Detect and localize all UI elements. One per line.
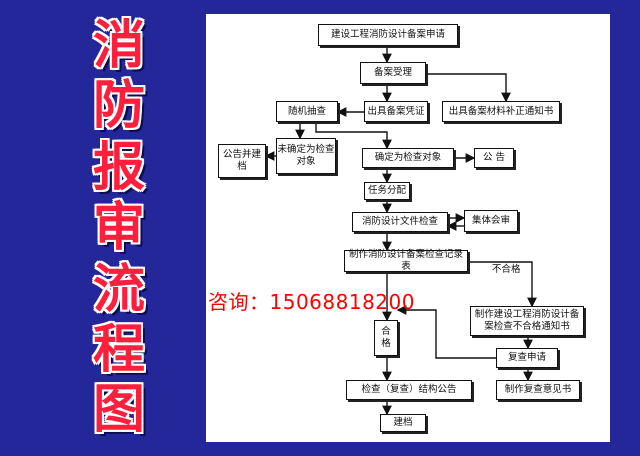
box-archive: 建档 [380,414,426,432]
box-application: 建设工程消防设计备案申请 [318,24,458,46]
box-selected: 确定为检查对象 [362,148,454,168]
title-char-5: 流 [92,260,145,320]
box-announce: 公 告 [474,148,514,168]
box-assign: 任务分配 [364,182,410,200]
box-result-notice: 检查（复查）结构公告 [346,380,472,400]
box-recheck-apply: 复查申请 [496,348,558,368]
box-make-record: 制作消防设计备案检查记录表 [344,249,468,272]
label-fail: 不合格 [492,264,521,275]
box-supplement-notice: 出具备案材料补正通知书 [442,101,560,122]
box-pass: 合格 [374,320,398,356]
title-char-1: 消 [92,16,145,76]
box-group-review: 集体会审 [464,210,518,232]
box-publish-file: 公告并建档 [218,144,266,178]
contact-phone: 咨询：15068818200 [208,290,415,314]
title-char-2: 防 [92,76,145,136]
box-issue-cert: 出具备案凭证 [364,101,428,122]
title-char-7: 图 [92,380,145,440]
flowchart-panel: 建设工程消防设计备案申请 备案受理 随机抽查 出具备案凭证 出具备案材料补正通知… [206,14,610,442]
title-char-4: 审 [92,198,145,258]
box-file-review: 消防设计文件检查 [352,212,448,232]
title-char-3: 报 [92,138,145,198]
connector-lines [264,46,537,416]
box-random-check: 随机抽查 [276,101,338,122]
box-acceptance: 备案受理 [360,62,426,84]
box-fail-notice: 制作建设工程消防设计备案检查不合格通知书 [470,306,584,336]
box-not-selected: 未确定为检查对象 [276,138,336,174]
box-recheck-opinion: 制作复查意见书 [496,380,580,400]
title-char-6: 程 [92,320,145,380]
